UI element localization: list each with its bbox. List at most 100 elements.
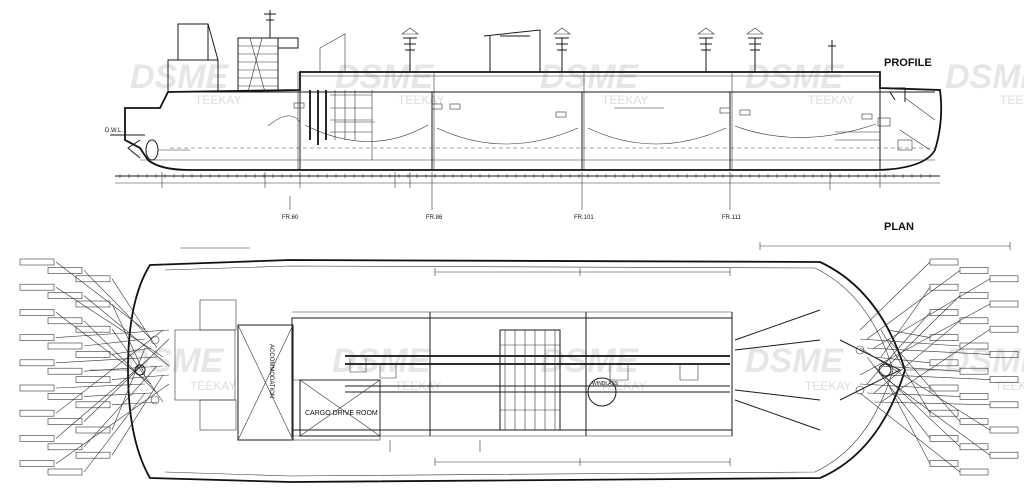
- watermark-teekay-5: TEEKAY: [1000, 93, 1024, 107]
- stern-callout-box: [19, 334, 55, 341]
- bow-leader-line: [887, 383, 931, 464]
- stern-callout-box: [47, 418, 83, 425]
- bow-callout-box: [989, 300, 1019, 308]
- stern-callout-box: [47, 292, 83, 299]
- bow-leader-line: [866, 347, 991, 355]
- watermark-dsme-4: DSME: [745, 58, 845, 96]
- stern-callout-box: [75, 376, 111, 383]
- watermark-dsme-1: DSME: [130, 58, 230, 96]
- plan-cargo-drive-room: CARGO DRIVE ROOM: [291, 379, 381, 441]
- bow-leader-line: [859, 347, 991, 431]
- watermark-teekay-4: TEEKAY: [808, 93, 854, 107]
- bow-leader-line: [873, 320, 961, 394]
- bow-leader-line: [859, 303, 991, 376]
- plan-windlass: WINDLASS: [587, 377, 619, 407]
- plan-pipe-runs: [345, 309, 821, 431]
- stern-leader-line: [83, 338, 170, 422]
- bow-callout-box: [929, 384, 959, 392]
- profile-frame-ticks: [119, 174, 931, 178]
- watermark-dsme-9: DSME: [745, 342, 845, 380]
- stern-leader-line: [83, 392, 146, 473]
- bow-callout-box: [929, 309, 959, 316]
- stern-leader-line: [111, 401, 158, 406]
- bow-callout-box: [959, 367, 989, 375]
- watermark-dsme-5: DSME: [945, 58, 1024, 96]
- stern-leader-line: [55, 383, 146, 389]
- stern-leader-line: [83, 365, 158, 448]
- bow-leader-line: [873, 356, 931, 364]
- stern-callout-box: [19, 309, 55, 316]
- bow-callout-box: [989, 376, 1019, 383]
- stern-callout-box: [75, 325, 111, 333]
- bow-callout-box: [959, 393, 989, 400]
- profile-title: PROFILE: [884, 57, 932, 69]
- plan-bow-mooring: [839, 339, 945, 401]
- bow-callout-box: [959, 292, 989, 299]
- profile-tag-labels: [293, 102, 880, 141]
- bow-leader-line: [866, 270, 961, 340]
- profile-cargo-domes: [319, 27, 836, 72]
- bow-leader-line: [887, 338, 961, 422]
- bow-callout-box: [929, 283, 959, 291]
- profile-bow: [877, 87, 936, 151]
- plan-title: PLAN: [884, 221, 914, 233]
- bow-callout-box: [959, 468, 989, 476]
- bow-callout-box: [989, 351, 1019, 358]
- bow-leader-line: [859, 338, 961, 347]
- stern-leader-line: [111, 303, 146, 376]
- stern-callout-box: [19, 460, 55, 467]
- stern-leader-line: [55, 329, 170, 338]
- frame-label-101: FR.101: [574, 215, 594, 221]
- stern-leader-line: [83, 365, 164, 372]
- stern-callout-box: [19, 435, 55, 442]
- profile-accommodation-block: [167, 10, 299, 93]
- bow-leader-line: [866, 312, 931, 385]
- stern-leader-line: [111, 374, 170, 380]
- bow-callout-box: [929, 359, 959, 367]
- profile-engine-room: [267, 90, 373, 160]
- stern-callout-box: [19, 409, 55, 417]
- stern-leader-line: [83, 392, 152, 397]
- stern-leader-line: [83, 270, 152, 340]
- frame-label-60: FR.60: [282, 215, 299, 221]
- watermark-teekay-2: TEEKAY: [398, 93, 444, 107]
- bow-callout-box: [929, 460, 959, 467]
- profile-trunk-deck: [299, 71, 881, 93]
- watermark-teekay-10: TEEKAY: [995, 379, 1024, 393]
- stern-callout-box: [19, 258, 55, 266]
- bow-leader-line: [873, 401, 991, 406]
- stern-callout-box: [19, 359, 55, 367]
- profile-tank-bottom-curves: [304, 123, 877, 145]
- stern-callout-box: [47, 317, 83, 325]
- stern-leader-line: [83, 295, 170, 367]
- stern-leader-line: [55, 356, 152, 439]
- bow-leader-line: [880, 374, 991, 456]
- stern-callout-box: [75, 401, 111, 409]
- bow-leader-line: [866, 392, 961, 397]
- plan-stern-leaders: [19, 258, 170, 476]
- stern-leader-line: [55, 286, 164, 358]
- bow-callout-box: [959, 418, 989, 425]
- bow-leader-line: [887, 295, 961, 367]
- watermark-teekay-3: TEEKAY: [602, 93, 648, 107]
- stern-leader-line: [111, 278, 158, 349]
- bow-callout-box: [959, 267, 989, 274]
- waterline-label: D.W.L.: [105, 128, 123, 134]
- bow-callout-box: [929, 409, 959, 417]
- watermark-teekay-9: TEEKAY: [805, 379, 851, 393]
- bow-callout-box: [989, 325, 1019, 333]
- bow-leader-line: [859, 392, 961, 473]
- stern-callout-box: [47, 367, 83, 375]
- bow-leader-line: [866, 356, 931, 439]
- bow-callout-box: [989, 401, 1019, 409]
- bow-callout-box: [989, 275, 1019, 283]
- bow-leader-line: [873, 365, 961, 448]
- stern-callout-box: [75, 426, 111, 434]
- profile-view: D.W.L.: [105, 10, 943, 221]
- stern-leader-line: [55, 329, 164, 414]
- watermark-dsme-8: DSME: [540, 342, 640, 380]
- bow-leader-line: [880, 329, 931, 414]
- plan-view: ACCOMMODATION CARGO DRIVE ROOM WINDLASS: [19, 242, 1019, 483]
- watermark-teekay-1: TEEKAY: [195, 93, 241, 107]
- stern-callout-box: [19, 384, 55, 392]
